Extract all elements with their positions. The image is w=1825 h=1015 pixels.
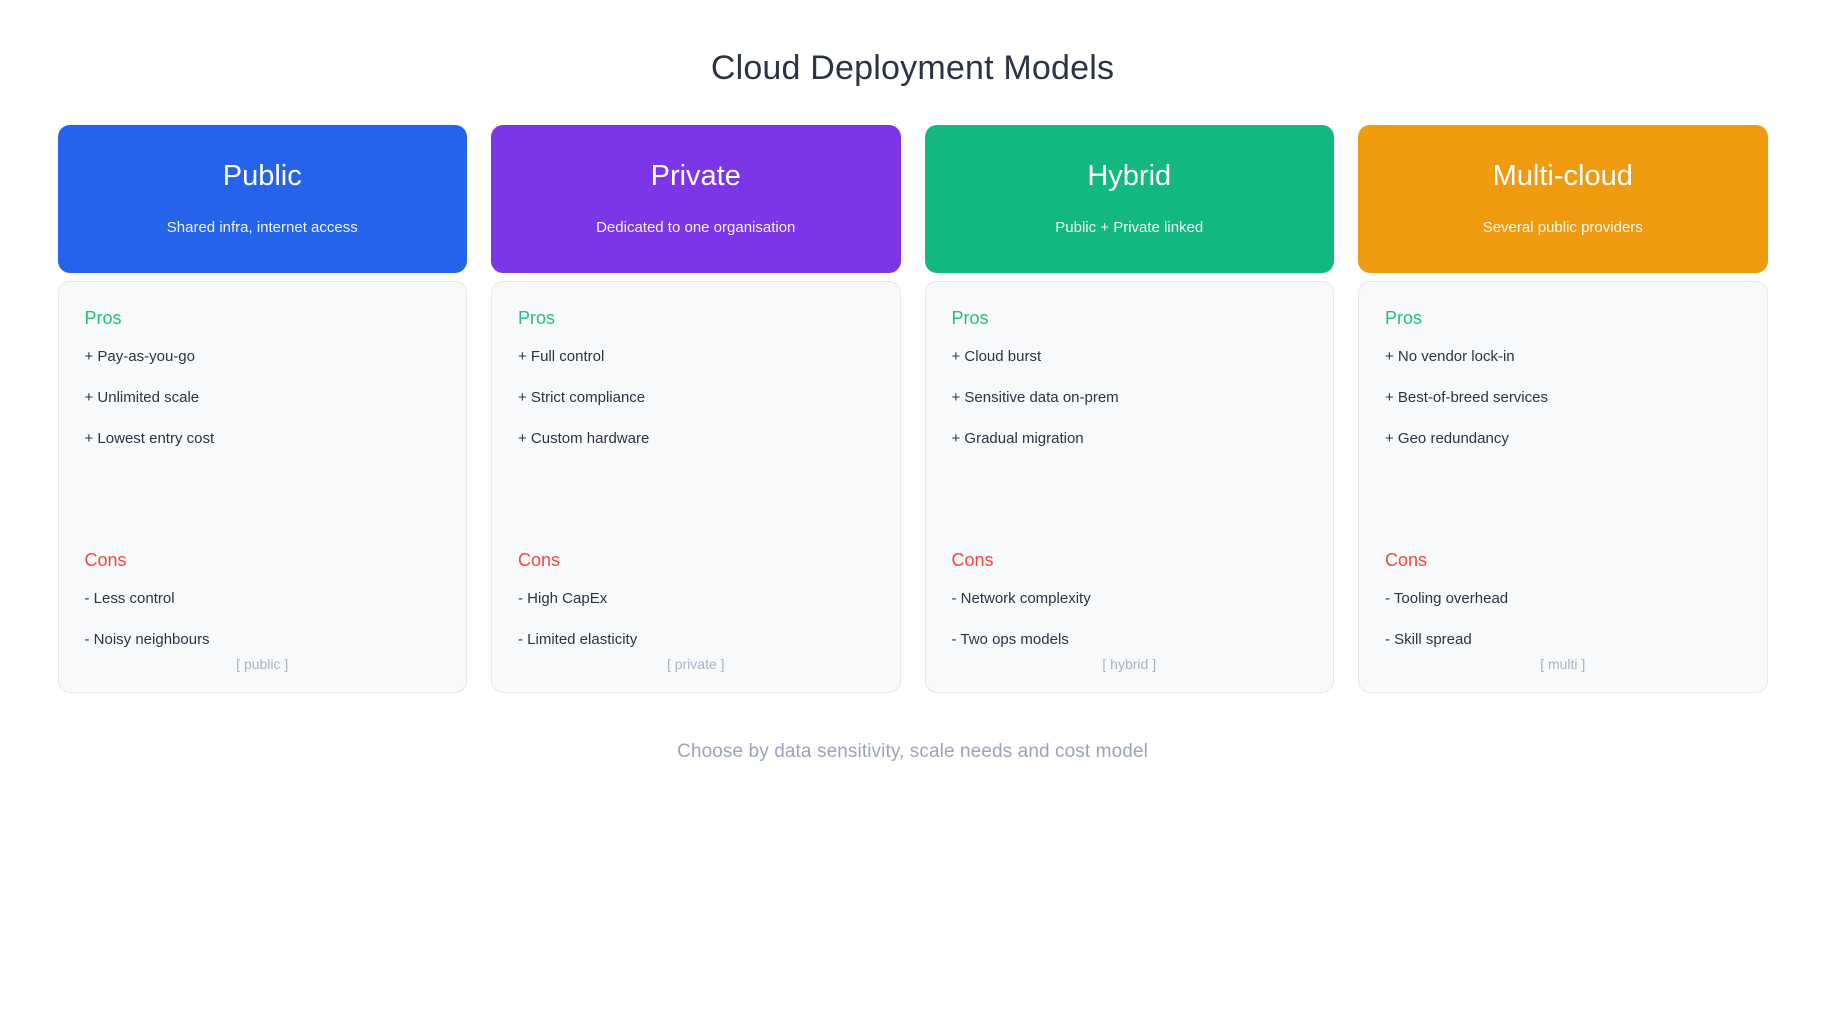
card-header-private: Private Dedicated to one organisation [491, 124, 901, 273]
list-item: - Network complexity [951, 590, 1091, 608]
cons-list: - Network complexity - Two ops models [952, 590, 1308, 650]
pros-block: Pros + Full control + Strict compliance … [518, 308, 874, 471]
card-body: Pros + Cloud burst + Sensitive data on-p… [924, 280, 1334, 693]
card-tag: [ public ] [236, 655, 289, 672]
card-header-public: Public Shared infra, internet access [57, 124, 467, 273]
card-body: Pros + No vendor lock-in + Best-of-breed… [1358, 280, 1768, 693]
card-subtitle: Public + Private linked [1055, 219, 1204, 237]
cons-block: Cons - Less control - Noisy neighbours [85, 550, 441, 672]
list-item: + Sensitive data on-prem [951, 389, 1119, 407]
cons-heading: Cons [518, 549, 561, 570]
card-tag: [ multi ] [1540, 655, 1586, 672]
pros-block: Pros + Pay-as-you-go + Unlimited scale +… [85, 308, 441, 471]
list-item: + Gradual migration [951, 429, 1084, 447]
list-item: + Unlimited scale [84, 389, 200, 407]
card-tag: [ hybrid ] [1102, 655, 1157, 672]
card-title: Public [222, 160, 302, 193]
pros-block: Pros + No vendor lock-in + Best-of-breed… [1385, 308, 1741, 471]
deployment-model-card-grid: Public Shared infra, internet access Pro… [57, 124, 1768, 693]
page-footer-note: Choose by data sensitivity, scale needs … [677, 740, 1148, 762]
pros-list: + Full control + Strict compliance + Cus… [518, 348, 874, 448]
list-item: + No vendor lock-in [1385, 348, 1515, 366]
pros-heading: Pros [84, 307, 122, 328]
list-item: + Cloud burst [951, 348, 1042, 366]
pros-block: Pros + Cloud burst + Sensitive data on-p… [952, 308, 1308, 471]
card-body: Pros + Pay-as-you-go + Unlimited scale +… [57, 280, 467, 693]
card-subtitle: Shared infra, internet access [166, 219, 358, 237]
cons-heading: Cons [951, 549, 994, 570]
pros-list: + No vendor lock-in + Best-of-breed serv… [1385, 348, 1741, 448]
cons-block: Cons - Tooling overhead - Skill spread [1385, 550, 1741, 672]
list-item: + Pay-as-you-go [84, 348, 195, 366]
cons-block: Cons - Network complexity - Two ops mode… [952, 550, 1308, 672]
pros-heading: Pros [1385, 307, 1423, 328]
cons-block: Cons - High CapEx - Limited elasticity [518, 550, 874, 672]
list-item: - Tooling overhead [1385, 590, 1509, 608]
deployment-model-card[interactable]: Public Shared infra, internet access Pro… [57, 124, 467, 693]
list-item: - Noisy neighbours [84, 630, 210, 648]
list-item: + Geo redundancy [1385, 429, 1509, 447]
card-title: Hybrid [1087, 160, 1172, 193]
card-title: Multi-cloud [1492, 160, 1633, 193]
cons-list: - High CapEx - Limited elasticity [518, 590, 874, 650]
deployment-model-card[interactable]: Private Dedicated to one organisation Pr… [491, 124, 901, 693]
card-body: Pros + Full control + Strict compliance … [491, 280, 901, 693]
cons-heading: Cons [84, 549, 127, 570]
list-item: - Limited elasticity [518, 630, 638, 648]
card-tag: [ private ] [666, 655, 725, 672]
card-title: Private [650, 160, 741, 193]
list-item: + Lowest entry cost [84, 429, 215, 447]
pros-list: + Cloud burst + Sensitive data on-prem +… [952, 348, 1308, 448]
list-item: + Strict compliance [518, 389, 646, 407]
pros-heading: Pros [951, 307, 989, 328]
cons-list: - Tooling overhead - Skill spread [1385, 590, 1741, 650]
card-header-multi-cloud: Multi-cloud Several public providers [1358, 124, 1768, 273]
list-item: - High CapEx [518, 590, 608, 608]
list-item: - Two ops models [951, 630, 1069, 648]
page-title: Cloud Deployment Models [710, 49, 1115, 87]
list-item: - Less control [84, 590, 175, 608]
list-item: - Skill spread [1385, 630, 1472, 648]
card-subtitle: Dedicated to one organisation [596, 219, 796, 237]
pros-list: + Pay-as-you-go + Unlimited scale + Lowe… [85, 348, 441, 448]
cons-heading: Cons [1385, 549, 1428, 570]
deployment-model-card[interactable]: Hybrid Public + Private linked Pros + Cl… [924, 124, 1334, 693]
pros-heading: Pros [518, 307, 556, 328]
deployment-model-card[interactable]: Multi-cloud Several public providers Pro… [1358, 124, 1768, 693]
cons-list: - Less control - Noisy neighbours [85, 590, 441, 650]
list-item: + Full control [518, 348, 605, 366]
card-header-hybrid: Hybrid Public + Private linked [924, 124, 1334, 273]
card-subtitle: Several public providers [1482, 219, 1643, 237]
list-item: + Custom hardware [518, 429, 650, 447]
list-item: + Best-of-breed services [1385, 389, 1548, 407]
